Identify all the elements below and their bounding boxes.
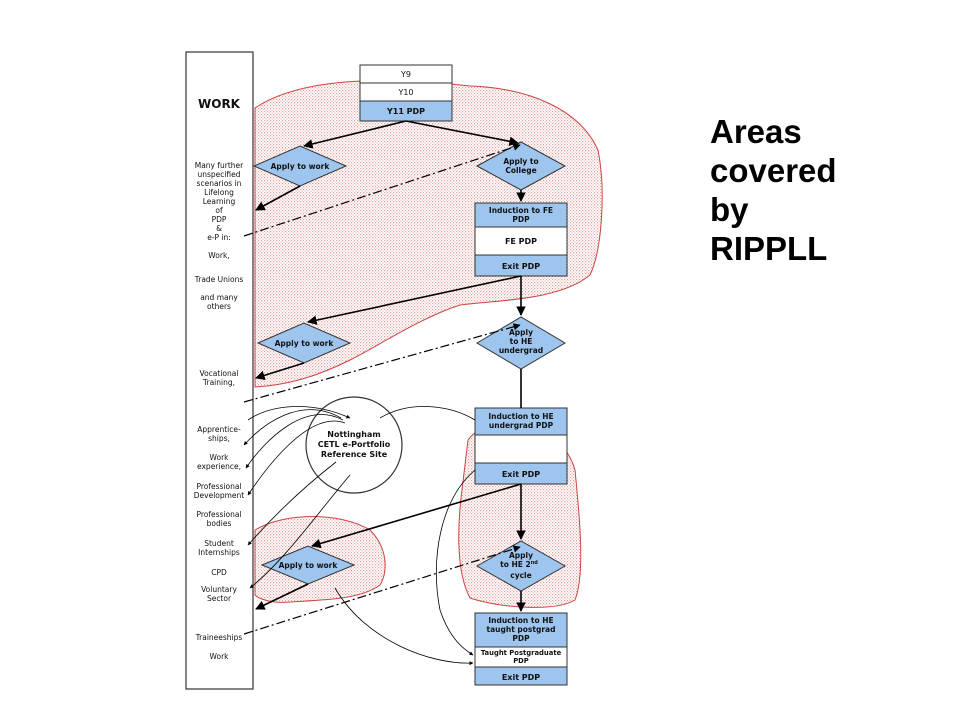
work-item-line: experience,: [197, 462, 241, 471]
postgrad-exit-box: [474, 666, 568, 686]
note-line-1: Areas: [710, 113, 802, 150]
note-line-2: covered: [710, 152, 837, 189]
apply-he-undergrad-line: to HE: [510, 337, 533, 346]
work-item-line: Professional: [196, 482, 241, 491]
fe-induction-line: Induction to FE: [489, 206, 553, 215]
fe-induction-line: PDP: [512, 215, 530, 224]
work-item-line: others: [207, 302, 231, 311]
he-undergrad-induction-box: [474, 407, 568, 436]
work-column-title: WORK: [198, 97, 241, 111]
y9-label: Y9: [400, 70, 411, 79]
work-intro-line: Many further: [195, 161, 244, 170]
work-intro-line: of: [215, 206, 223, 215]
apply-he-undergrad-line: Apply: [509, 328, 533, 337]
apply-to-work-label-3: Apply to work: [279, 561, 339, 570]
flow-arrows: [255, 120, 526, 612]
he-undergrad-middle-box: [474, 434, 568, 464]
work-item-line: Work: [210, 453, 230, 462]
work-item-line: ships,: [208, 434, 230, 443]
work-intro-line: unspecified: [197, 170, 240, 179]
apply-to-he-2nd-line3: cycle: [510, 571, 531, 580]
work-intro-line: scenarios in: [197, 179, 242, 188]
apply-to-work-label-2: Apply to work: [275, 339, 335, 348]
work-column: [185, 51, 254, 690]
work-item-line: bodies: [207, 519, 232, 528]
postgrad-middle-line: Taught Postgraduate: [481, 649, 562, 657]
apply-college-line: Apply to: [503, 157, 538, 166]
fe-pdp-box: [474, 226, 568, 256]
apply-to-work-diamond-1: [252, 145, 348, 187]
postgrad-middle-line: PDP: [513, 657, 529, 665]
y11-pdp-label: Y11 PDP: [386, 107, 425, 116]
fe-pdp-label: FE PDP: [505, 237, 537, 246]
work-item-line: Training,: [202, 378, 235, 387]
reference-site-line: CETL e-Portfolio: [318, 440, 391, 449]
work-item-line: Work,: [208, 251, 229, 260]
work-intro-line: e-P in:: [207, 233, 231, 242]
work-item-line: Voluntary: [201, 585, 237, 594]
work-item-line: Student: [204, 539, 234, 548]
he-undergrad-exit-label: Exit PDP: [502, 470, 540, 479]
he-undergrad-induction-line: undergrad PDP: [489, 421, 554, 430]
postgrad-induction-line: taught postgrad: [487, 625, 556, 634]
apply-to-he-2nd-line2: to HE 2nd: [500, 560, 538, 569]
work-item-line: Vocational: [200, 369, 239, 378]
y10-label: Y10: [397, 88, 413, 97]
work-item-line: Internships: [198, 548, 240, 557]
work-intro-line: Learning: [203, 197, 236, 206]
note-line-4: RIPPLL: [710, 230, 828, 267]
apply-to-work-label-1: Apply to work: [271, 162, 331, 171]
fe-induction-box: [474, 202, 568, 228]
postgrad-exit-label: Exit PDP: [502, 673, 540, 682]
work-item-line: Development: [194, 491, 245, 500]
work-column-items: Work, Trade Unions and manyothersVocationa…: [194, 251, 245, 661]
postgrad-induction-line: PDP: [512, 634, 530, 643]
apply-to-he-undergrad-diamond: [476, 316, 566, 370]
work-item-line: Professional: [196, 510, 241, 519]
reference-connectors: [243, 406, 476, 666]
reference-site-line: Reference Site: [321, 450, 388, 459]
postgrad-induction-line: Induction to HE: [488, 616, 553, 625]
work-intro-line: Lifelong: [204, 188, 234, 197]
work-intro-line: &: [216, 224, 222, 233]
apply-to-work-diamond-3: [260, 545, 356, 585]
work-item-line: CPD: [211, 568, 227, 577]
work-item-line: Apprentice-: [197, 425, 241, 434]
reference-site-line: Nottingham: [327, 430, 380, 439]
work-item-line: Trade Unions: [194, 275, 244, 284]
work-intro-line: PDP: [212, 215, 227, 224]
note-line-3: by: [710, 191, 749, 228]
he-undergrad-induction-line: Induction to HE: [488, 412, 553, 421]
apply-to-he-2nd-line1: Apply: [509, 551, 533, 560]
apply-to-work-diamond-2: [256, 322, 352, 364]
work-item-line: and many: [200, 293, 238, 302]
work-item-line: Sector: [207, 594, 232, 603]
apply-he-undergrad-line: undergrad: [499, 346, 543, 355]
postgrad-induction-box: [474, 612, 568, 648]
work-item-line: Work: [210, 652, 230, 661]
work-item-line: Traineeships: [195, 633, 243, 642]
fe-exit-label: Exit PDP: [502, 262, 540, 271]
areas-covered-note: Areas covered by RIPPLL: [710, 112, 950, 268]
dash-dot-arrows: [243, 143, 521, 635]
apply-college-line: College: [505, 166, 536, 175]
